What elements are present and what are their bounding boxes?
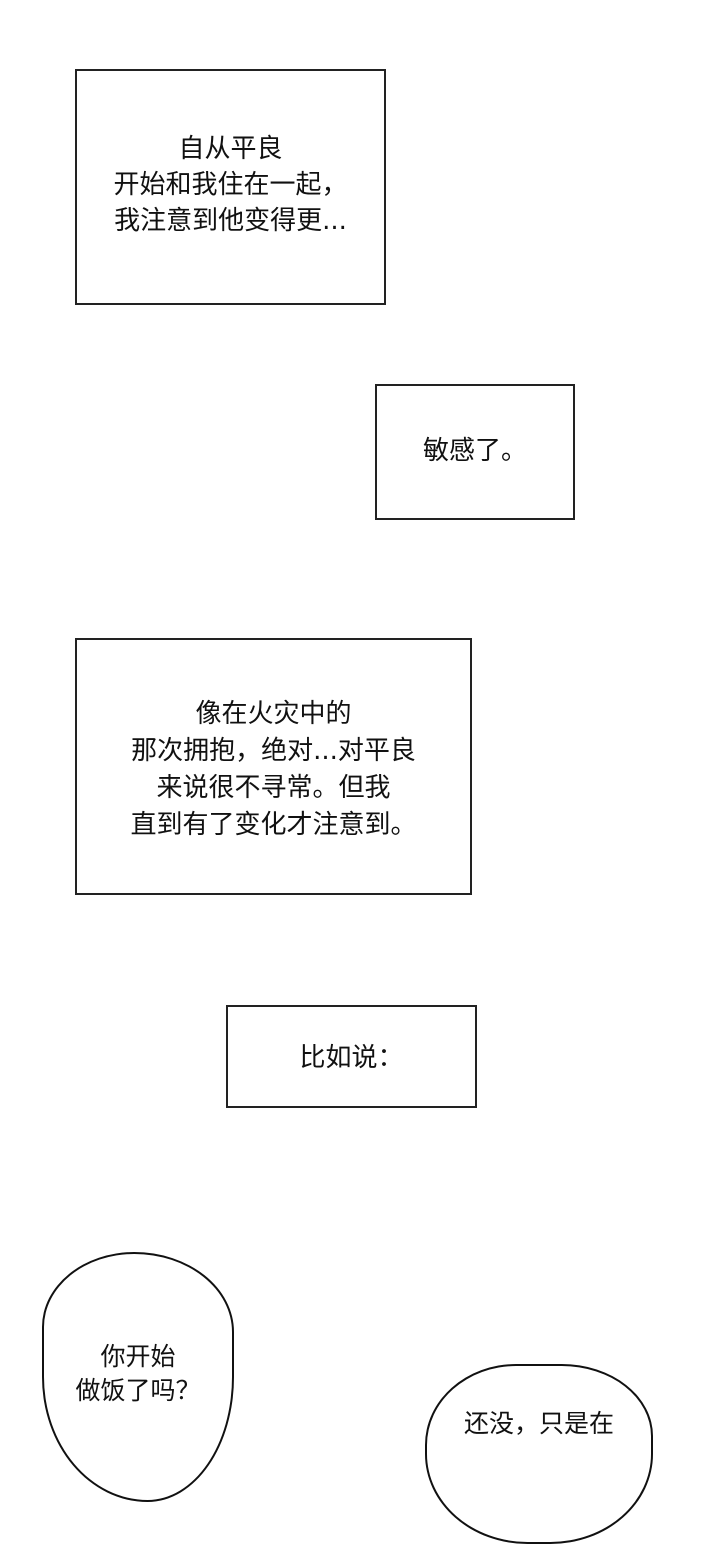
caption-line: 开始和我住在一起， [113, 170, 348, 200]
caption-text: 比如说： [299, 1043, 404, 1073]
caption-line: 自从平良 [178, 134, 283, 164]
caption-line: 来说很不寻常。但我 [156, 773, 391, 803]
caption-text: 敏感了。 [422, 436, 527, 466]
caption-box-2: 敏感了。 [375, 384, 575, 520]
speech-bubble-2: 还没，只是在 [425, 1364, 653, 1544]
caption-box-1: 自从平良 开始和我住在一起， 我注意到他变得更... [75, 69, 386, 305]
caption-box-3: 像在火灾中的 那次拥抱，绝对...对平良 来说很不寻常。但我 直到有了变化才注意… [75, 638, 472, 895]
bubble-text: 还没，只是在 [463, 1409, 614, 1438]
caption-box-4: 比如说： [226, 1005, 477, 1108]
bubble-line: 做饭了吗？ [75, 1376, 201, 1405]
caption-line: 像在火灾中的 [195, 699, 352, 729]
caption-text: 自从平良 开始和我住在一起， 我注意到他变得更... [77, 131, 384, 239]
bubble-line: 你开始 [100, 1342, 176, 1371]
caption-line: 我注意到他变得更... [114, 206, 347, 236]
caption-text: 像在火灾中的 那次拥抱，绝对...对平良 来说很不寻常。但我 直到有了变化才注意… [77, 696, 470, 844]
caption-line: 直到有了变化才注意到。 [130, 810, 417, 840]
caption-line: 那次拥抱，绝对...对平良 [131, 736, 416, 766]
speech-bubble-1: 你开始 做饭了吗？ [42, 1252, 234, 1502]
bubble-text: 你开始 做饭了吗？ [44, 1340, 232, 1408]
